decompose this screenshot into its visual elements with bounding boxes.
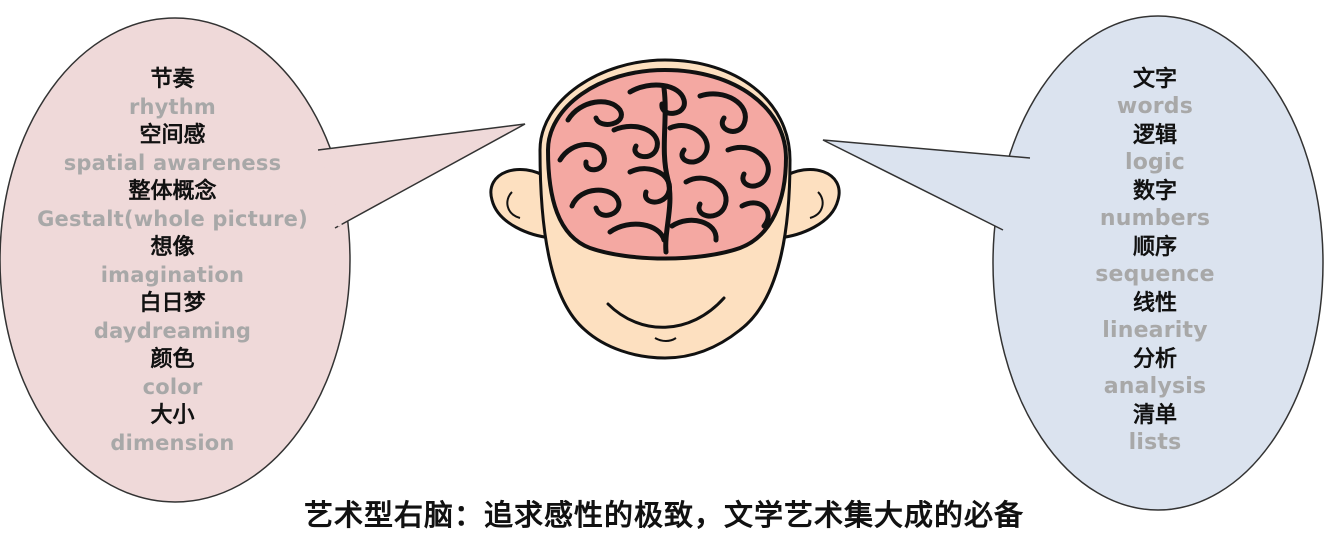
chinese-term: 数字 xyxy=(1132,179,1177,204)
chinese-term: 空间感 xyxy=(139,123,206,148)
left-bubble-text: 节奏 rhythm 空间感 spatial awareness 整体概念 Gestalt(… xyxy=(0,66,345,458)
chinese-term: 线性 xyxy=(1132,291,1177,316)
english-term: rhythm xyxy=(128,95,217,119)
left-bubble-item: 白日梦 daydreaming xyxy=(0,290,345,346)
left-ear xyxy=(489,168,554,240)
english-term: color xyxy=(142,375,203,399)
chinese-term: 节奏 xyxy=(150,67,195,92)
english-term: lists xyxy=(1128,430,1182,455)
left-bubble-item: 想像 imagination xyxy=(0,234,345,290)
right-speech-bubble xyxy=(822,15,1324,511)
chinese-term: 大小 xyxy=(150,403,195,428)
chinese-term: 文字 xyxy=(1132,67,1177,92)
chinese-term: 白日梦 xyxy=(139,291,206,316)
english-term: imagination xyxy=(100,263,245,287)
chinese-term: 分析 xyxy=(1132,347,1177,372)
chinese-term: 清单 xyxy=(1132,403,1177,428)
chinese-term: 顺序 xyxy=(1132,235,1177,260)
caption: 艺术型右脑：追求感性的极致，文学艺术集大成的必备 xyxy=(303,498,1024,532)
english-term: Gestalt(whole picture) xyxy=(37,207,308,231)
left-bubble-item: 空间感 spatial awareness xyxy=(0,122,345,178)
english-term: sequence xyxy=(1095,262,1215,287)
english-term: logic xyxy=(1125,150,1185,175)
left-speech-bubble xyxy=(0,17,526,503)
left-bubble-item: 颜色 color xyxy=(0,346,345,402)
left-bubble-item: 大小 dimension xyxy=(0,402,345,458)
chinese-term: 想像 xyxy=(150,235,195,260)
english-term: spatial awareness xyxy=(63,151,282,175)
head-illustration xyxy=(489,58,841,360)
right-ear xyxy=(776,168,841,240)
chinese-term: 整体概念 xyxy=(128,179,217,204)
smile xyxy=(606,296,726,329)
english-term: analysis xyxy=(1103,374,1207,399)
english-term: linearity xyxy=(1102,318,1208,343)
english-term: words xyxy=(1116,94,1194,119)
chinese-term: 逻辑 xyxy=(1132,123,1177,148)
left-bubble-item: 节奏 rhythm xyxy=(0,66,345,122)
chinese-term: 颜色 xyxy=(150,347,195,372)
english-term: numbers xyxy=(1099,206,1211,231)
left-bubble-item: 整体概念 Gestalt(whole picture) xyxy=(0,178,345,234)
english-term: dimension xyxy=(110,431,235,455)
english-term: daydreaming xyxy=(93,319,252,343)
